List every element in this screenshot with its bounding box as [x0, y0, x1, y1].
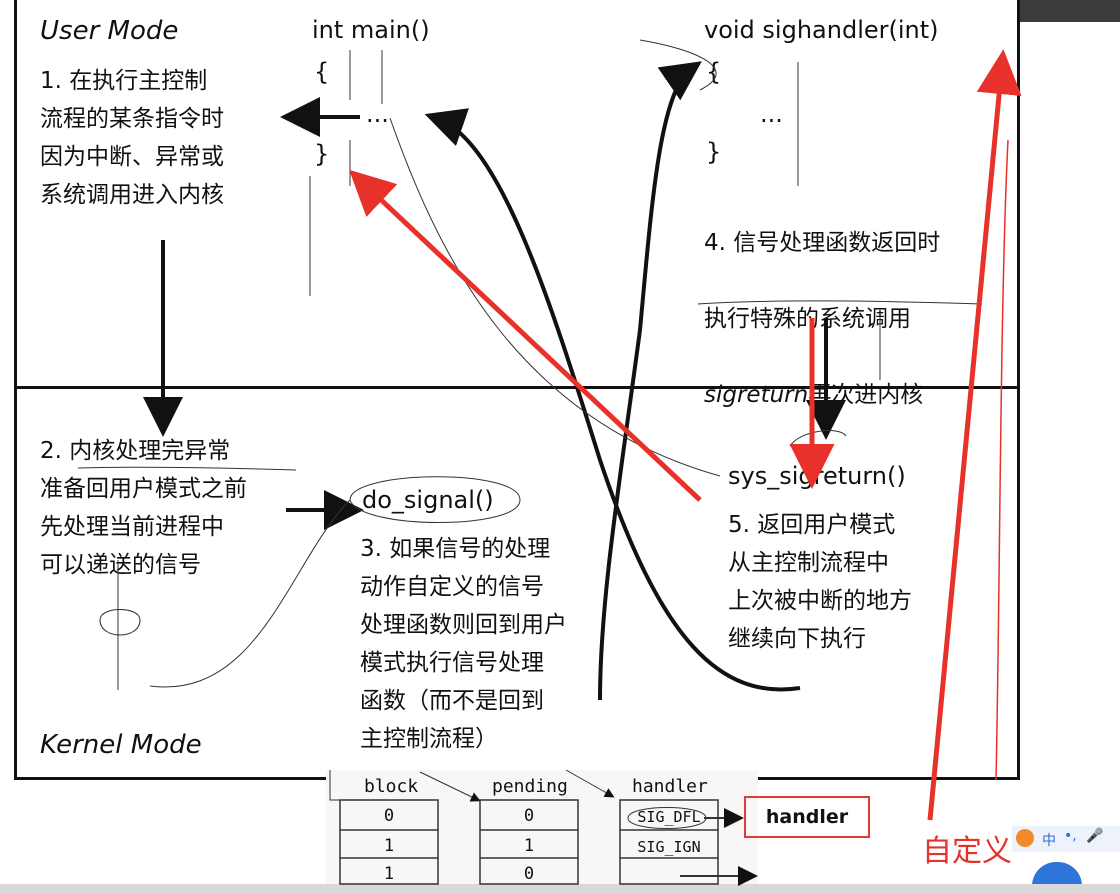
- block-cell-1: 1: [383, 836, 395, 856]
- step-3-text: 3. 如果信号的处理 动作自定义的信号 处理函数则回到用户 模式执行信号处理 函…: [360, 536, 567, 752]
- sigreturn-text: sigreturn: [704, 382, 809, 408]
- webcam-overlay: [1020, 0, 1120, 22]
- handler-body: ...: [760, 100, 783, 128]
- main-close-brace: }: [314, 140, 330, 168]
- main-body: ...: [366, 100, 389, 128]
- user-mode-label: User Mode: [40, 16, 179, 46]
- step-2-text: 2. 内核处理完异常 准备回用户模式之前 先处理当前进程中 可以递送的信号: [40, 438, 247, 578]
- ime-mic-icon: 🎤: [1086, 828, 1104, 844]
- table-header-pending: pending: [492, 776, 568, 797]
- custom-note: 自定义: [922, 834, 1012, 869]
- arrow-return-to-main: [424, 108, 801, 692]
- table-header-handler: handler: [632, 776, 708, 797]
- bottom-scrollbar[interactable]: [0, 884, 1120, 894]
- pending-cell-0: 0: [523, 806, 535, 826]
- step-1-text: 1. 在执行主控制 流程的某条指令时 因为中断、异常或 系统调用进入内核: [40, 68, 224, 208]
- red-arrow-return-main: [349, 169, 702, 502]
- custom-handler-box: handler: [744, 796, 870, 838]
- do-signal-label: do_signal(): [362, 486, 494, 514]
- signal-table-grid: [339, 799, 719, 885]
- step-4-line-2: 执行特殊的系统调用: [704, 306, 911, 332]
- step-5-text: 5. 返回用户模式 从主控制流程中 上次被中断的地方 继续向下执行: [728, 512, 912, 652]
- ime-toolbar[interactable]: 中 •, 🎤: [1012, 826, 1120, 852]
- block-cell-0: 0: [383, 806, 395, 826]
- pending-cell-2: 0: [523, 864, 535, 884]
- table-header-block: block: [364, 776, 419, 797]
- handler-cell-1: SIG_IGN: [637, 838, 701, 856]
- arrow-dosignal-to-handler: [598, 61, 702, 701]
- red-arrow-custom-to-handler: [927, 49, 1022, 821]
- handler-close-brace: }: [706, 138, 722, 166]
- step-4-line-1: 4. 信号处理函数返回时: [704, 230, 941, 256]
- ime-punct-icon: •,: [1064, 828, 1077, 844]
- pending-cell-1: 1: [523, 836, 535, 856]
- do-signal-circle: [349, 476, 521, 523]
- handler-open-brace: {: [706, 58, 722, 86]
- block-cell-2: 1: [383, 864, 395, 884]
- main-signature: int main(): [312, 16, 430, 44]
- main-open-brace: {: [314, 58, 330, 86]
- sighandler-signature: void sighandler(int): [704, 16, 939, 44]
- mode-divider: [14, 386, 1020, 389]
- kernel-mode-label: Kernel Mode: [40, 730, 202, 760]
- ime-logo-icon: [1016, 829, 1034, 847]
- ime-language-label: 中: [1042, 833, 1056, 849]
- handler-cell-0: SIG_DFL: [637, 808, 701, 826]
